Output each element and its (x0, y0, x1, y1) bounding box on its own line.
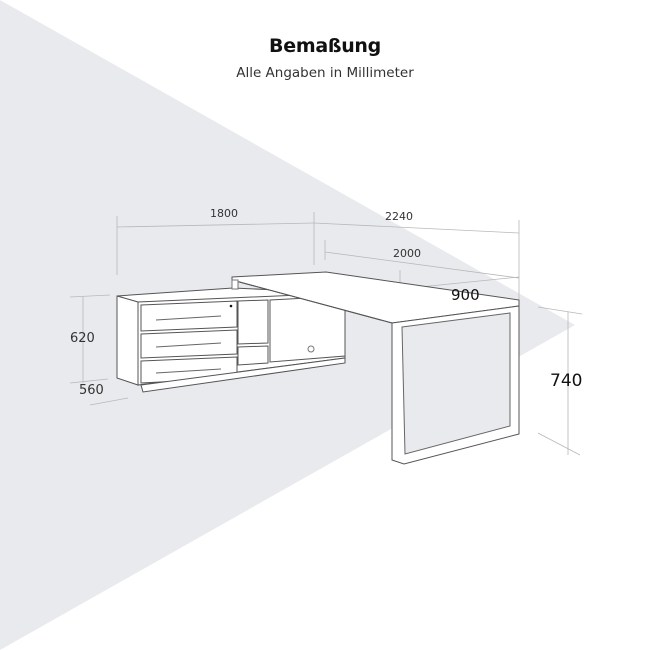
dim-total-width: 2240 (385, 210, 413, 223)
page-title: Bemaßung (269, 35, 381, 57)
furniture (116, 271, 520, 465)
dim-sideboard-height: 620 (70, 331, 95, 346)
dim-desk-depth: 900 (451, 286, 480, 304)
drawer-2 (140, 329, 238, 359)
dim-desk-height: 740 (550, 371, 583, 391)
dim-sideboard-width: 1800 (210, 207, 238, 220)
sideboard-side (116, 295, 139, 386)
drawer-1 (140, 300, 238, 332)
page-subtitle: Alle Angaben in Millimeter (236, 65, 414, 81)
dim-desk-width: 2000 (393, 247, 421, 260)
dim-sideboard-depth: 560 (79, 383, 104, 398)
